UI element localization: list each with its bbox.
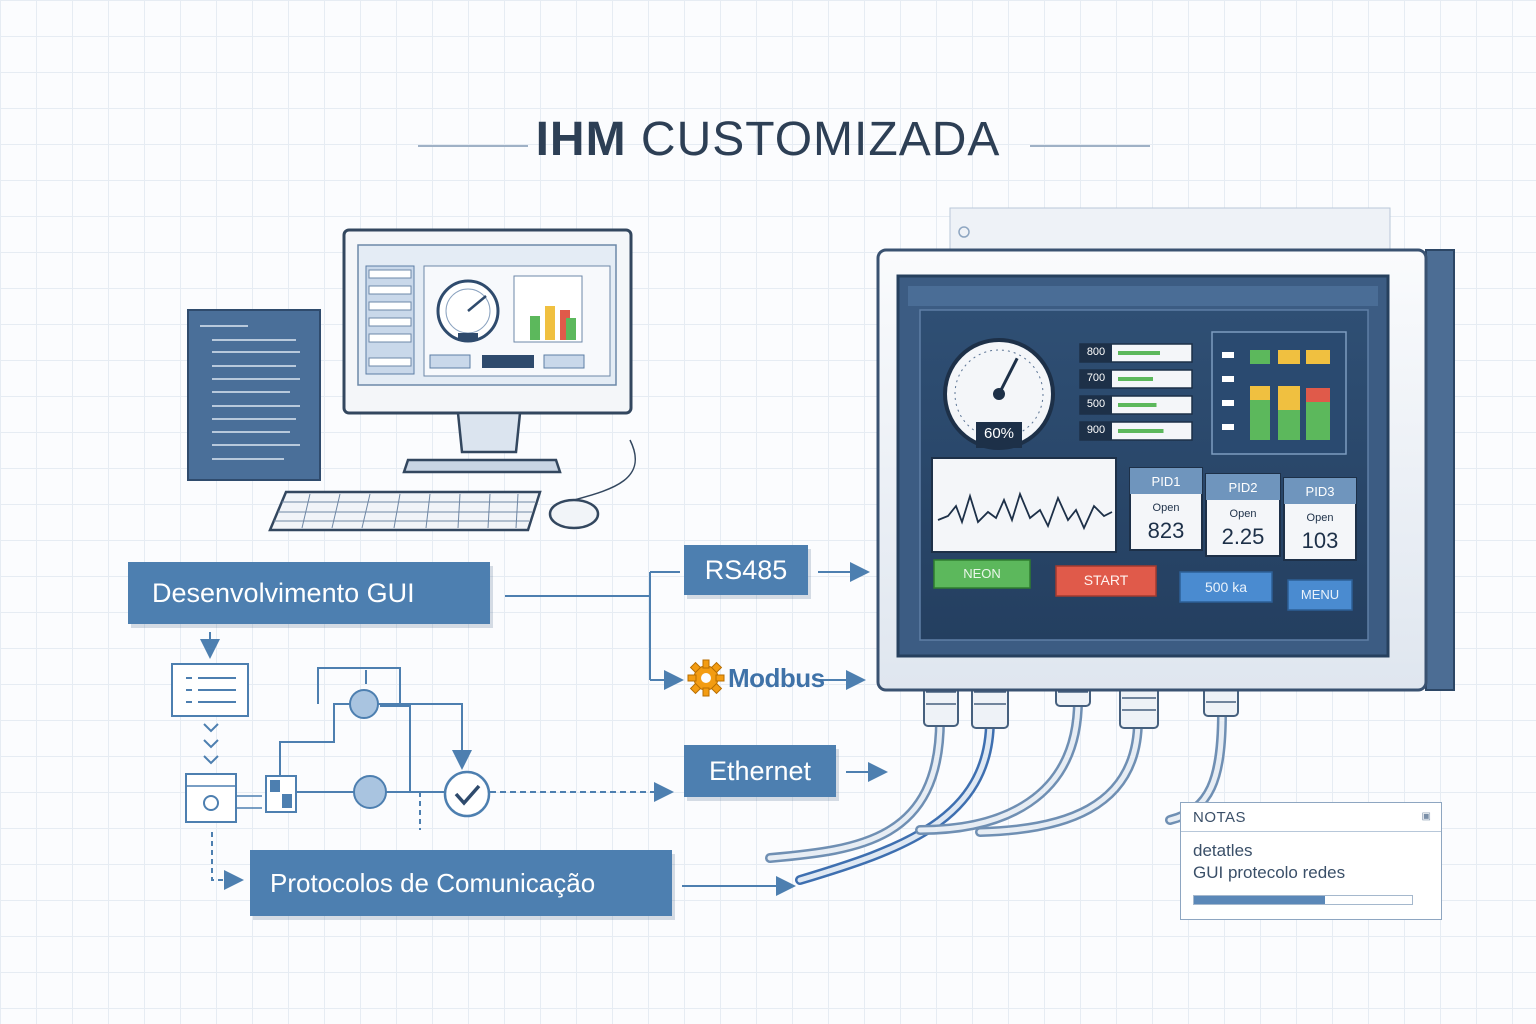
modbus-logo: Modbus <box>686 658 825 698</box>
ethernet-label: Ethernet <box>708 755 812 786</box>
modbus-label: Modbus <box>728 662 825 693</box>
rs485-label: RS485 <box>704 554 788 585</box>
ethernet-box: Ethernet <box>684 745 836 797</box>
setpoint-level <box>1118 403 1157 407</box>
neon-button-label[interactable]: NEON <box>963 566 1001 581</box>
menu-button <box>1287 579 1353 611</box>
close-icon[interactable]: ▣ <box>1421 811 1431 822</box>
gauge-readout: 60% <box>983 425 1015 442</box>
pid-card-text: 823 <box>1147 518 1185 543</box>
pid-card-text: Open <box>1229 508 1257 520</box>
setpoint-label: 800 <box>1086 346 1106 358</box>
notes-progress-fill <box>1194 896 1325 904</box>
monitor-stand <box>456 411 522 454</box>
cables <box>765 695 1227 885</box>
setpoint-level <box>1118 377 1153 381</box>
page-title: IHM CUSTOMIZADA <box>535 113 1001 166</box>
connectors <box>200 562 888 896</box>
keyboard <box>268 490 542 532</box>
flowchart <box>171 663 491 830</box>
setpoint-label: 700 <box>1086 372 1106 384</box>
pid-card-text: Open <box>1306 512 1334 524</box>
pid-card-text: PID2 <box>1228 480 1258 495</box>
pid-card-header <box>1206 474 1280 500</box>
speed-button <box>1179 571 1273 603</box>
speed-button-label[interactable]: 500 ka <box>1204 579 1248 595</box>
pid-card-text: 2.25 <box>1221 524 1265 549</box>
title-rule-left <box>418 145 528 147</box>
start-button-label[interactable]: START <box>1083 572 1129 588</box>
setpoint-tag <box>1080 422 1112 440</box>
setpoint-label: 900 <box>1086 424 1106 436</box>
code-lines <box>200 325 300 460</box>
setpoint-tag <box>1080 396 1112 414</box>
gear-icon <box>687 659 725 697</box>
pid-card-text: Open <box>1152 502 1180 514</box>
pid-card-text: 103 <box>1301 528 1339 553</box>
pid-card-text: PID3 <box>1305 484 1335 499</box>
gear-box <box>185 773 237 823</box>
setpoint-tag <box>1080 344 1112 362</box>
notes-line-1: detatles <box>1193 841 1253 860</box>
gui-development-box: Desenvolvimento GUI <box>128 562 490 624</box>
start-button <box>1055 565 1157 597</box>
setpoint-tag <box>1080 370 1112 388</box>
check-icon <box>443 770 491 818</box>
protocols-box: Protocolos de Comunicação <box>250 850 672 916</box>
title-rule-right <box>1030 145 1150 147</box>
chevron-down-icon <box>203 723 219 765</box>
pid-card-text: PID1 <box>1151 474 1181 489</box>
gui-development-label: Desenvolvimento GUI <box>152 577 415 608</box>
setpoint-label: 500 <box>1086 398 1106 410</box>
gauge-needle <box>997 357 1019 395</box>
rs485-box: RS485 <box>684 545 808 595</box>
hmi-panel <box>876 207 1455 692</box>
notes-divider <box>1181 831 1441 832</box>
notes-header: NOTAS <box>1193 809 1247 826</box>
menu-button-label[interactable]: MENU <box>1300 587 1340 602</box>
notes-line-2: GUI protecolo redes <box>1193 863 1346 882</box>
mouse <box>548 498 600 530</box>
pid-card-header <box>1130 468 1202 494</box>
neon-button <box>933 559 1031 589</box>
gear-icon <box>203 795 219 811</box>
setpoint-level <box>1118 429 1164 433</box>
desktop-computer <box>187 228 637 532</box>
notes-panel: NOTAS ▣ detatles GUI protecolo redes <box>1180 802 1442 920</box>
notes-progress <box>1193 895 1413 905</box>
setpoint-level <box>1118 351 1160 355</box>
code-sheet <box>187 309 321 481</box>
pid-card-header <box>1284 478 1356 504</box>
protocols-label: Protocolos de Comunicação <box>270 867 596 898</box>
